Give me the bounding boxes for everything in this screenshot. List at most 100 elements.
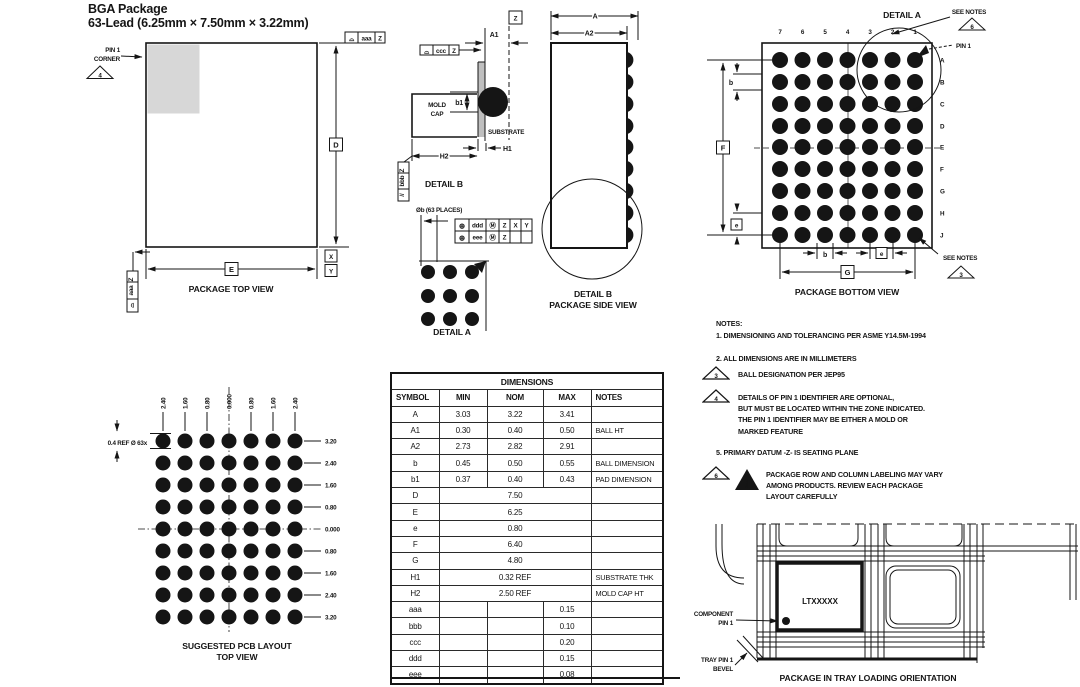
table-cell: MOLD CAP HT	[590, 584, 664, 603]
table-cell	[590, 503, 664, 521]
table-cell: 6.25	[438, 503, 592, 521]
side-view-caption-1: DETAIL B	[574, 289, 612, 299]
svg-text:bbb: bbb	[399, 175, 406, 186]
pcb-pad	[155, 455, 171, 471]
pcb-pad	[177, 521, 193, 537]
pcb-pad	[287, 499, 303, 515]
ball	[627, 96, 634, 112]
detail-b-zoom-circle	[541, 178, 643, 280]
pcb-pad	[177, 543, 193, 559]
table-cell	[590, 535, 664, 554]
pcb-pad	[199, 543, 215, 559]
ball	[465, 265, 479, 279]
ball	[862, 52, 878, 68]
table-cell: F	[390, 535, 440, 554]
ball	[839, 52, 856, 68]
row-label: G	[940, 189, 945, 196]
table-cell: 2.50 REF	[438, 584, 592, 603]
dim-a1-label: A1	[490, 32, 499, 39]
flatness-callout-aaa-left: Z aaa ⌓	[126, 249, 150, 313]
dim-f-label: F	[721, 144, 726, 153]
tray-grid-rails	[756, 524, 1078, 658]
detail-b-section: MOLD CAP Z A1 ⌓ ccc Z	[397, 10, 528, 202]
table-header: SYMBOL	[390, 389, 440, 407]
table-cell: BALL HT	[590, 421, 664, 440]
fcf-cell: ddd	[472, 223, 483, 230]
pcb-pad	[287, 477, 303, 493]
table-cell: 0.30	[438, 421, 488, 440]
note-item: DETAILS OF PIN 1 IDENTIFIER ARE OPTIONAL…	[738, 393, 925, 436]
pcb-pad	[265, 521, 281, 537]
mold-cap-label-1: MOLD	[428, 102, 446, 109]
pcb-col-tick: 1.60	[271, 397, 278, 409]
ball	[443, 289, 457, 303]
pcb-row-tick: 2.40	[325, 592, 337, 599]
ball	[817, 118, 833, 134]
ball	[839, 205, 856, 221]
ball	[839, 139, 856, 155]
pin1-label: PIN 1	[956, 43, 971, 50]
table-title: DIMENSIONS	[390, 372, 664, 391]
row-label: F	[940, 167, 944, 174]
component-pin1-dot	[782, 617, 790, 625]
table-cell	[486, 617, 544, 635]
dim-h1-label: H1	[503, 146, 512, 153]
ball	[884, 52, 901, 68]
pcb-pad	[199, 499, 215, 515]
pcb-row-tick: 0.80	[325, 504, 337, 511]
ball	[862, 227, 878, 243]
pcb-pad	[243, 433, 259, 449]
pcb-pad	[287, 521, 303, 537]
ball	[884, 139, 901, 155]
table-cell: A	[390, 405, 440, 423]
pcb-pad	[199, 609, 215, 625]
pcb-pad	[155, 499, 171, 515]
table-cell	[486, 633, 544, 652]
table-cell: E	[390, 503, 440, 521]
note-item: 2. ALL DIMENSIONS ARE IN MILLIMETERS	[716, 354, 857, 363]
ball	[862, 74, 878, 90]
table-cell: 3.22	[486, 405, 544, 423]
ball	[862, 139, 878, 155]
col-label: 6	[801, 29, 805, 36]
svg-text:Z: Z	[128, 277, 135, 281]
datum-z-label: Z	[514, 16, 518, 23]
table-cell: 0.37	[438, 470, 488, 489]
flatness-callout-ccc: ⌓ ccc Z	[419, 44, 482, 56]
table-header: NOM	[486, 389, 544, 407]
pcb-pad	[243, 543, 259, 559]
ball	[443, 312, 457, 326]
table-cell	[438, 666, 488, 685]
table-cell: D	[390, 487, 440, 505]
ball	[627, 205, 634, 221]
ball	[794, 161, 811, 177]
pcb-pad	[155, 609, 171, 625]
pcb-pad	[155, 565, 171, 581]
table-cell	[486, 650, 544, 668]
tray-bevel-label-1: TRAY PIN 1	[701, 657, 734, 664]
pcb-pad	[287, 565, 303, 581]
pcb-pad	[221, 521, 237, 537]
ball	[817, 52, 833, 68]
drawing-title-line2: 63-Lead (6.25mm × 7.50mm × 3.22mm)	[88, 16, 309, 30]
ball	[772, 118, 788, 134]
table-cell	[590, 405, 664, 423]
table-cell: 0.55	[542, 454, 592, 472]
table-cell: 7.50	[438, 487, 592, 505]
fcf-cell: Ⓜ	[489, 233, 496, 242]
ball	[772, 183, 788, 199]
table-cell: 2.91	[542, 438, 592, 456]
pcb-pad	[221, 477, 237, 493]
note-flag-4-number: 4	[98, 73, 102, 80]
ball	[421, 289, 435, 303]
ball	[817, 161, 833, 177]
table-cell: 2.82	[486, 438, 544, 456]
detail-a-zoom-circle	[856, 27, 942, 113]
